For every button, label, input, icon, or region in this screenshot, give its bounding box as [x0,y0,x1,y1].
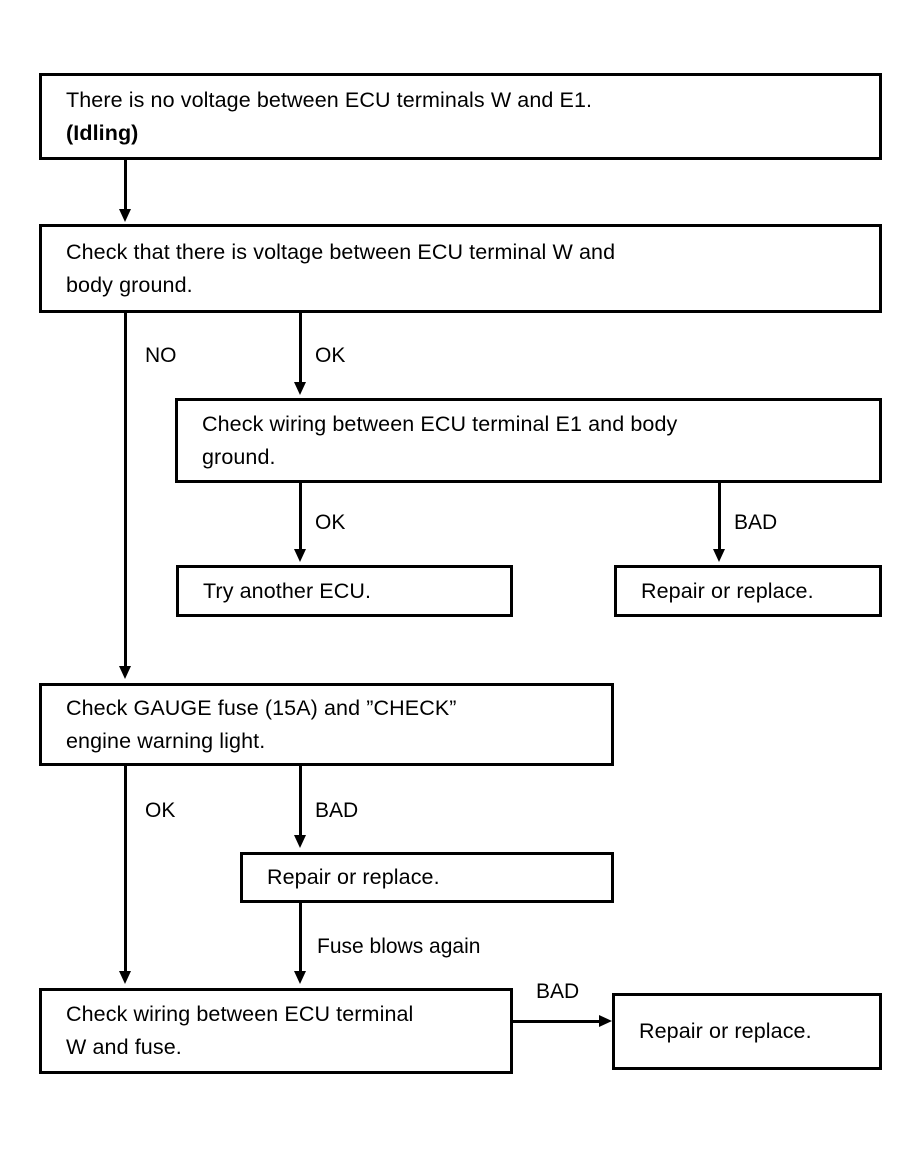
edge-label-no-from-check-w: NO [145,344,177,367]
edge-label-fuse-blows-again: Fuse blows again [317,935,481,958]
arrowhead-no-branch [119,666,131,679]
arrowhead-symptom-to-check-w [119,209,131,222]
edge-no-branch [124,313,127,670]
edge-symptom-to-check-w [124,160,127,213]
node-repair-or-replace-mid: Repair or replace. [240,852,614,903]
edge-bad-to-repair-bottom [513,1020,601,1023]
arrowhead-ok-to-check-e1 [294,382,306,395]
node-symptom-line-2: (Idling) [66,120,139,145]
edge-ok-gauge-to-check-w-fuse [124,766,127,974]
arrowhead-bad-gauge-to-repair-mid [294,835,306,848]
arrowhead-bad-to-repair-bottom [599,1015,612,1027]
node-check-w-body-ground-line-1: Check that there is voltage between ECU … [66,239,616,264]
node-repair-or-replace-right-line-1: Repair or replace. [641,578,814,603]
edge-label-bad-from-w-fuse: BAD [536,980,580,1003]
edge-ok-to-check-e1 [299,313,302,385]
arrowhead-ok-to-try-another-ecu [294,549,306,562]
arrowhead-bad-to-repair-right [713,549,725,562]
edge-label-ok-from-check-w: OK [315,344,346,367]
edge-label-ok-from-gauge: OK [145,799,176,822]
edge-bad-to-repair-right [718,483,721,552]
node-check-gauge-fuse-line-1: Check GAUGE fuse (15A) and ”CHECK” [66,695,457,720]
edge-fuse-blows-again [299,903,302,974]
node-check-gauge-fuse: Check GAUGE fuse (15A) and ”CHECK” engin… [39,683,614,766]
node-repair-or-replace-bottom: Repair or replace. [612,993,882,1070]
edge-bad-gauge-to-repair-mid [299,766,302,838]
node-check-w-body-ground-line-2: body ground. [66,272,193,297]
edge-label-bad-from-gauge: BAD [315,799,359,822]
arrowhead-ok-gauge-to-check-w-fuse [119,971,131,984]
node-symptom-line-1: There is no voltage between ECU terminal… [66,87,593,112]
node-try-another-ecu-line-1: Try another ECU. [203,578,372,603]
edge-label-ok-from-check-e1: OK [315,511,346,534]
node-repair-or-replace-mid-line-1: Repair or replace. [267,865,440,889]
node-try-another-ecu: Try another ECU. [176,565,513,617]
node-check-e1-body-ground-line-1: Check wiring between ECU terminal E1 and… [202,411,678,436]
node-check-w-and-fuse: Check wiring between ECU terminal W and … [39,988,513,1074]
arrowhead-fuse-blows-again [294,971,306,984]
node-check-w-and-fuse-line-2: W and fuse. [66,1035,182,1059]
node-symptom: There is no voltage between ECU terminal… [39,73,882,160]
edge-label-bad-from-check-e1: BAD [734,511,778,534]
node-check-w-and-fuse-line-1: Check wiring between ECU terminal [66,1002,414,1026]
node-check-w-body-ground: Check that there is voltage between ECU … [39,224,882,313]
edge-ok-to-try-another-ecu [299,483,302,552]
node-repair-or-replace-bottom-line-1: Repair or replace. [639,1019,812,1043]
node-check-gauge-fuse-line-2: engine warning light. [66,728,266,753]
node-check-e1-body-ground-line-2: ground. [202,444,276,469]
node-check-e1-body-ground: Check wiring between ECU terminal E1 and… [175,398,882,483]
node-repair-or-replace-right: Repair or replace. [614,565,882,617]
